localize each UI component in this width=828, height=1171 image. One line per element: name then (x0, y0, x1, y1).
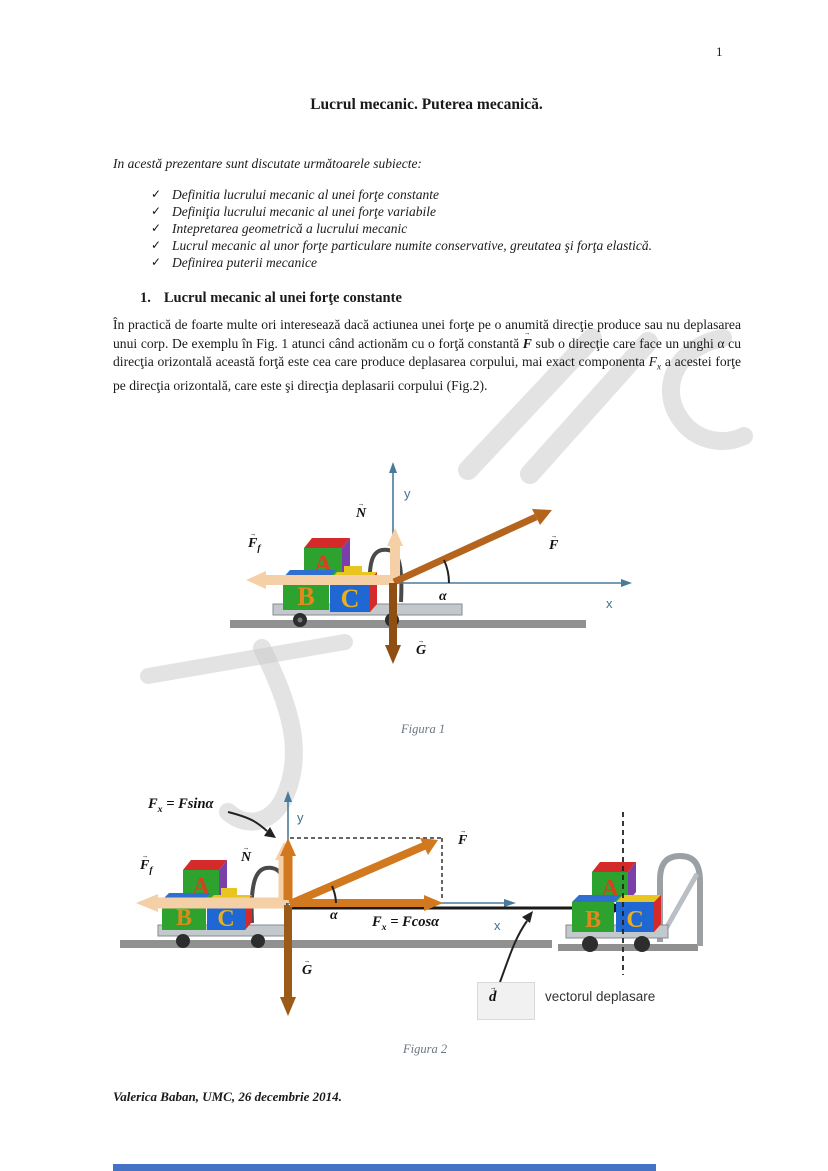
fig2-G-label: →G (302, 956, 313, 978)
vector-arrow-glyph: → (524, 328, 531, 337)
check-icon: ✓ (151, 238, 162, 252)
check-icon: ✓ (151, 187, 162, 201)
fig1-x-axis-label: x (606, 596, 613, 611)
page-number: 1 (716, 44, 723, 59)
section-heading-text: Lucrul mecanic al unei forţe constante (163, 290, 402, 306)
check-icon: ✓ (151, 255, 162, 269)
fig2-d-box (477, 982, 535, 1020)
section-heading: 1. Lucrul mecanic al unei forţe constante (140, 290, 402, 307)
list-item-text: Definirea puterii mecanice (172, 255, 317, 270)
intro-line: In acestă prezentare sunt discutate urmă… (113, 156, 422, 171)
fig2-fcos-formula: Fx = Fcosα (372, 914, 440, 933)
fig2-caption: Figura 2 (403, 1042, 448, 1056)
list-item: ✓ Intepretarea geometrică a lucrului mec… (151, 220, 652, 237)
page-title: Lucrul mecanic. Puterea mecanică. (310, 96, 543, 113)
list-item: ✓ Lucrul mecanic al unor forţe particula… (151, 237, 652, 254)
fig2-F-label: →F (458, 826, 468, 848)
vector-F-inline: →F (522, 328, 532, 354)
fig2-N-label: →N (241, 843, 252, 865)
check-icon: ✓ (151, 204, 162, 218)
fig1-G-label: →G (416, 636, 427, 658)
next-page-edge-bar (113, 1164, 656, 1171)
fig1-Ff-label: →Ff (248, 529, 261, 554)
fig1-F-label: →F (549, 531, 559, 553)
fig2-displacement-label: vectorul deplasare (545, 989, 656, 1004)
fig1-caption: Figura 1 (401, 722, 446, 736)
list-item-text: Definitia lucrului mecanic al unei forţe… (172, 187, 439, 202)
fig2-Ff-label: →Ff (140, 851, 153, 876)
fig2-fsin-formula: Fx = Fsinα (148, 796, 214, 815)
fig1-alpha-label: α (439, 589, 447, 604)
fig2-d-label: →d (489, 981, 497, 1005)
topics-list: ✓ Definitia lucrului mecanic al unei for… (151, 186, 652, 271)
list-item: ✓ Definirea puterii mecanice (151, 254, 652, 271)
body-paragraph: În practică de foarte multe ori interese… (113, 316, 741, 396)
check-icon: ✓ (151, 221, 162, 235)
fig1-N-label: →N (356, 499, 367, 521)
section-number: 1. (140, 290, 151, 306)
footer-author-line: Valerica Baban, UMC, 26 decembrie 2014. (113, 1089, 342, 1104)
fig2-y-axis-label: y (297, 810, 304, 825)
vector-F-letter: F (522, 335, 532, 351)
fig2-alpha-label: α (330, 908, 338, 923)
list-item-text: Definiţia lucrului mecanic al unei forţe… (172, 204, 436, 219)
fig1-y-axis-label: y (404, 486, 411, 501)
component-F-letter: F (648, 354, 658, 370)
component-F-subscript: x (657, 362, 662, 373)
fig2-x-axis-label: x (494, 918, 501, 933)
list-item-text: Intepretarea geometrică a lucrului mecan… (172, 221, 408, 236)
list-item: ✓ Definitia lucrului mecanic al unei for… (151, 186, 652, 203)
list-item-text: Lucrul mecanic al unor forţe particulare… (172, 238, 653, 253)
list-item: ✓ Definiţia lucrului mecanic al unei for… (151, 203, 652, 220)
